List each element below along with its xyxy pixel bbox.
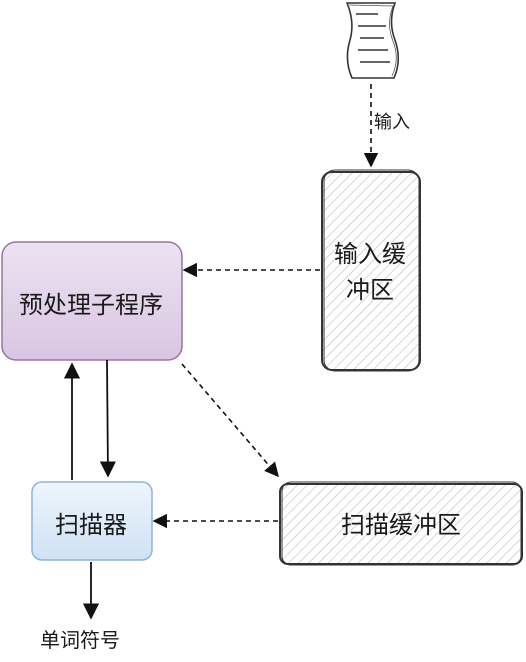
input-buffer-node xyxy=(321,169,421,372)
input-document-icon xyxy=(345,2,400,79)
scan-buffer-label: 扫描缓冲区 xyxy=(341,510,461,539)
input-buffer-label-line1: 输入缓 xyxy=(334,240,406,268)
preprocessor-node xyxy=(1,241,183,361)
edge-preprocessor-to-scanner xyxy=(99,359,116,478)
output-edge-label: 单词符号 xyxy=(40,628,120,652)
preprocessor-label: 预处理子程序 xyxy=(19,290,163,319)
edge-preprocessor-to-scan-buffer xyxy=(181,363,279,478)
scanner-label: 扫描器 xyxy=(55,510,127,539)
input-edge-label: 输入 xyxy=(374,112,410,133)
input-buffer-label-line2: 冲区 xyxy=(346,276,394,304)
scanner-node xyxy=(31,481,153,561)
scan-buffer-node xyxy=(279,481,523,566)
input-buffer-label: 输入缓 冲区 xyxy=(322,236,418,308)
